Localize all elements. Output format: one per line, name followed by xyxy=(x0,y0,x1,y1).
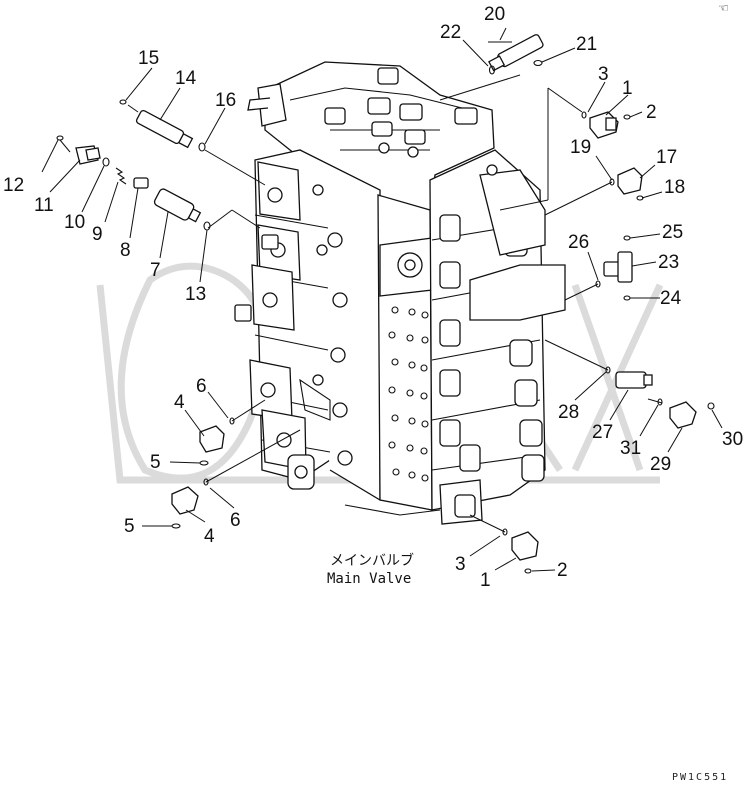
part-26-o-ring xyxy=(595,280,601,288)
part-16-o-ring xyxy=(198,142,206,152)
part-6-o-ring-upper xyxy=(229,417,235,425)
sheet-code: PW1C551 xyxy=(672,772,728,783)
callout-5-upper: 5 xyxy=(150,452,161,473)
callout-21: 21 xyxy=(576,34,597,55)
callout-4-upper: 4 xyxy=(174,392,185,413)
part-5-o-ring-upper xyxy=(199,460,209,466)
callout-10: 10 xyxy=(64,212,85,233)
corner-mark-icon: ☜ xyxy=(718,1,729,15)
callout-14: 14 xyxy=(175,68,197,89)
part-8-poppet xyxy=(133,177,149,189)
callout-15: 15 xyxy=(138,48,159,69)
callout-16: 16 xyxy=(215,90,236,111)
part-17-elbow xyxy=(617,167,643,195)
callout-17: 17 xyxy=(656,147,677,168)
callout-20: 20 xyxy=(484,4,505,25)
callout-25: 25 xyxy=(662,222,683,243)
part-3-o-ring-lower xyxy=(502,528,508,536)
part-29-elbow xyxy=(669,401,697,429)
part-23-tee xyxy=(603,251,633,283)
spool-caps xyxy=(439,214,545,482)
callout-23: 23 xyxy=(658,252,679,273)
part-4-elbow-lower xyxy=(171,486,199,515)
callout-6-upper: 6 xyxy=(196,376,207,397)
callout-3-lower: 3 xyxy=(455,554,466,575)
part-21-o-ring xyxy=(533,59,543,67)
part-12-o-ring xyxy=(56,135,64,141)
callout-11: 11 xyxy=(34,195,54,216)
part-2-o-ring-lower xyxy=(524,568,532,574)
part-9-spring xyxy=(115,167,127,185)
part-4-elbow-upper xyxy=(199,425,225,453)
caption-japanese: メインバルブ xyxy=(330,552,414,569)
part-24-o-ring xyxy=(623,295,631,301)
part-3-o-ring-upper xyxy=(581,111,587,119)
part-22-o-ring xyxy=(488,65,496,75)
callout-24: 24 xyxy=(660,288,682,309)
part-20-relief-plug xyxy=(488,34,544,72)
callout-19: 19 xyxy=(570,137,591,158)
callout-2-upper: 2 xyxy=(646,102,657,123)
callout-26: 26 xyxy=(568,232,589,253)
part-13-o-ring xyxy=(203,221,211,231)
callout-leaders xyxy=(41,27,723,572)
callout-18: 18 xyxy=(664,177,685,198)
part-30-o-ring xyxy=(707,402,715,410)
callout-1-lower: 1 xyxy=(480,570,491,591)
callout-27: 27 xyxy=(592,422,613,443)
part-10-o-ring xyxy=(102,157,110,167)
part-28-o-ring xyxy=(605,366,611,374)
callout-29: 29 xyxy=(650,454,671,475)
part-27-adapter xyxy=(615,371,653,389)
part-15-o-ring xyxy=(119,99,127,105)
callout-12: 12 xyxy=(3,175,24,196)
callout-13: 13 xyxy=(185,284,206,305)
part-5-o-ring-lower xyxy=(171,523,181,529)
callout-9: 9 xyxy=(92,224,103,245)
part-1-elbow-lower xyxy=(511,531,539,561)
callout-30: 30 xyxy=(722,429,743,450)
callout-31: 31 xyxy=(620,438,641,459)
main-valve-body xyxy=(234,61,566,525)
callout-28: 28 xyxy=(558,402,579,423)
part-1-elbow-upper xyxy=(589,111,619,139)
callout-22: 22 xyxy=(440,22,461,43)
callout-4-lower: 4 xyxy=(204,526,215,547)
caption-english: Main Valve xyxy=(327,571,411,587)
leader-lines xyxy=(59,41,663,533)
callout-6-lower: 6 xyxy=(230,510,241,531)
callout-2-lower: 2 xyxy=(557,560,568,581)
part-11-connector xyxy=(75,145,101,165)
part-2-o-ring-upper xyxy=(623,114,631,120)
part-14-check-valve xyxy=(135,109,194,149)
port-holes xyxy=(388,306,429,482)
part-7-plug xyxy=(153,188,202,223)
part-19-o-ring xyxy=(609,178,615,186)
callout-7: 7 xyxy=(150,260,161,281)
callout-numbers: 20 22 21 3 1 2 15 14 16 12 11 10 9 8 7 1… xyxy=(3,4,743,591)
callout-5-lower: 5 xyxy=(124,516,135,537)
callout-1-upper: 1 xyxy=(622,78,633,99)
part-6-o-ring-lower xyxy=(203,478,209,486)
callout-3-upper: 3 xyxy=(598,64,609,85)
callout-8: 8 xyxy=(120,240,131,261)
part-25-o-ring xyxy=(623,235,631,241)
